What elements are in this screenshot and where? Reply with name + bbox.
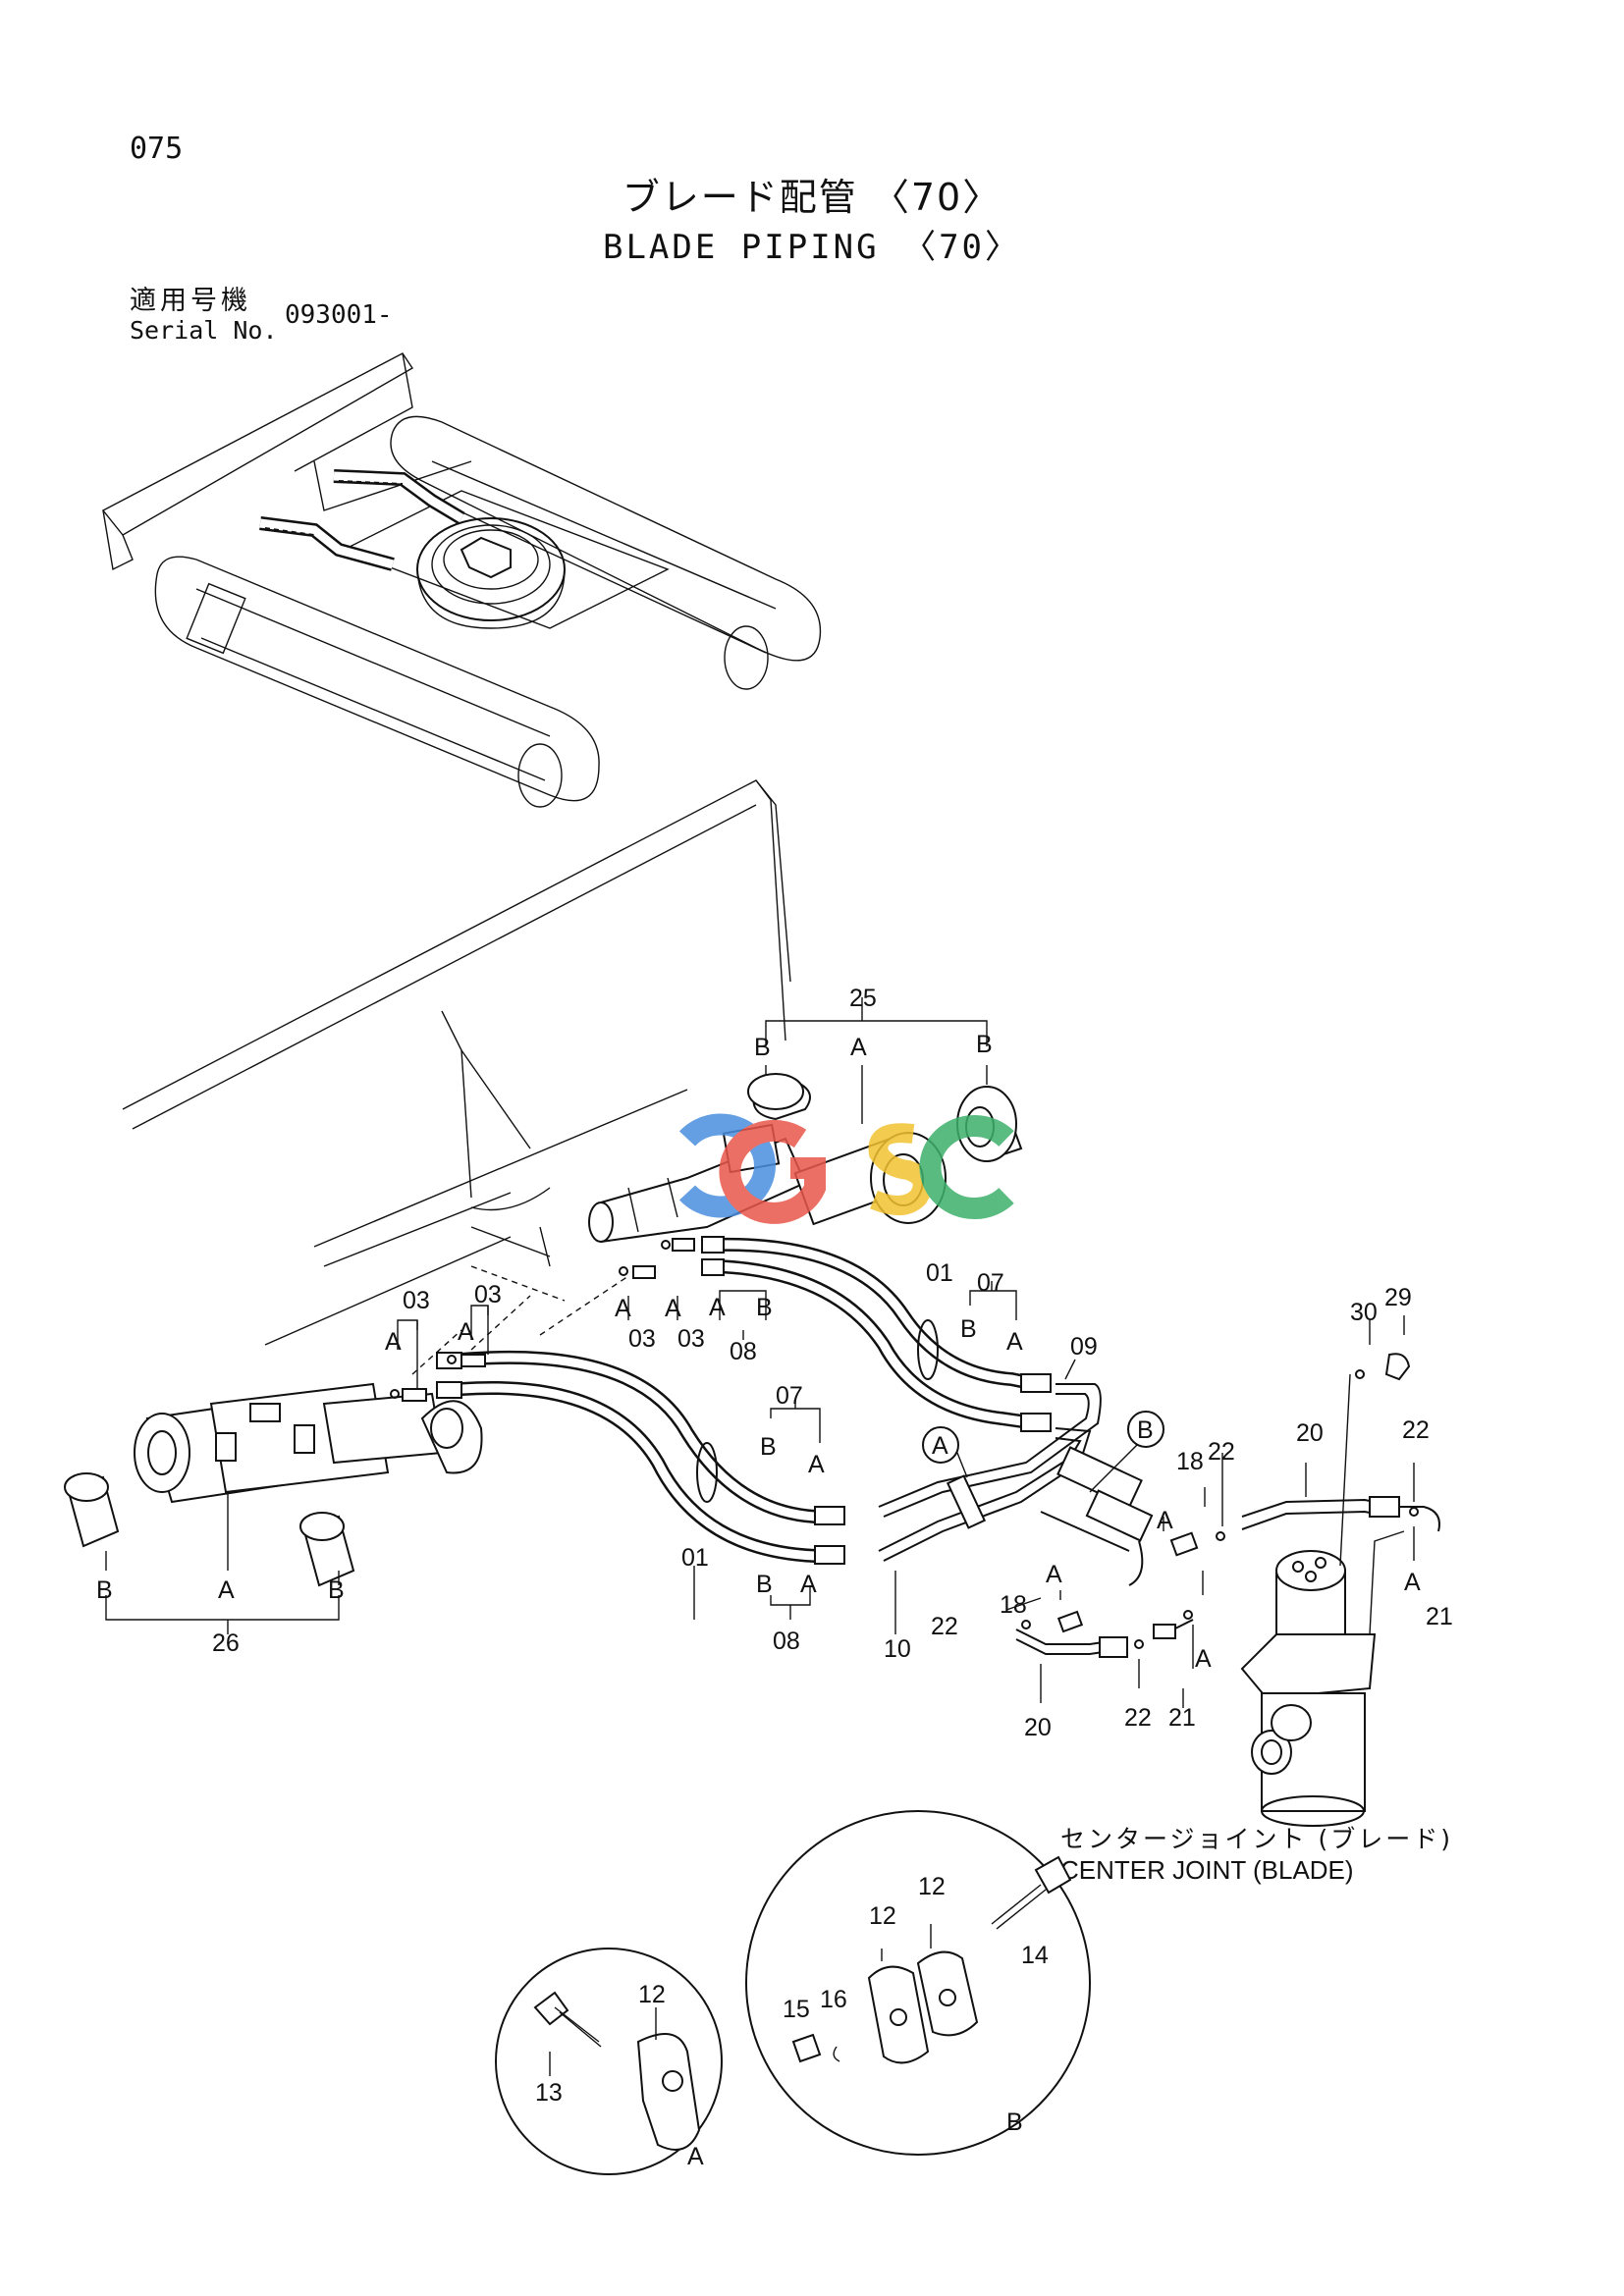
label-07-lower: 07 <box>776 1382 803 1410</box>
label-10: 10 <box>884 1635 911 1663</box>
label-07-upper: 07 <box>977 1269 1004 1297</box>
label-22-upper: 22 <box>1208 1438 1235 1466</box>
label-25-b-left: B <box>754 1034 771 1061</box>
label-03-a-side: A <box>385 1328 402 1356</box>
label-07-lower-a: A <box>808 1451 825 1478</box>
label-21-lower: 21 <box>1168 1704 1196 1732</box>
label-12-detail-a: 12 <box>638 1981 666 2008</box>
center-joint-drawing <box>1240 1550 1377 1827</box>
blade-cylinder-assembly: B A B 26 <box>64 1382 483 1657</box>
center-joint-label-jp: センタージョイント (ブレード) <box>1060 1825 1453 1853</box>
label-18-upper-a: A <box>1157 1507 1173 1534</box>
label-03-c: 03 <box>628 1325 656 1353</box>
callout-markers: A B <box>922 1411 1164 1493</box>
steel-pipes <box>878 1383 1154 1586</box>
label-14: 14 <box>1021 1942 1049 1969</box>
callout-b-text: B <box>1137 1416 1154 1444</box>
detail-a-clamp: 12 13 A <box>495 1948 723 2175</box>
label-26-b-right: B <box>328 1576 345 1604</box>
label-30: 30 <box>1350 1299 1378 1326</box>
label-18-lower: 18 <box>1000 1591 1027 1619</box>
label-08-lower: 08 <box>773 1628 800 1655</box>
label-03-d: 03 <box>677 1325 705 1353</box>
label-08-b-side: B <box>756 1294 773 1321</box>
label-08-a-side: A <box>709 1294 726 1321</box>
page-number: 075 <box>130 132 184 166</box>
label-22-lower: 22 <box>1124 1704 1152 1732</box>
cgsc-watermark-logo <box>678 1113 1014 1224</box>
label-13: 13 <box>535 2079 563 2107</box>
hose-lines <box>436 1236 1052 1565</box>
callout-a-text: A <box>932 1432 948 1460</box>
adapter-fittings-03 <box>390 1238 695 1402</box>
label-03-b: 03 <box>474 1281 502 1308</box>
label-25-a: A <box>850 1034 867 1061</box>
label-07-upper-b: B <box>960 1315 977 1343</box>
label-01-lower: 01 <box>681 1544 709 1572</box>
label-26-a: A <box>218 1576 235 1604</box>
label-07-upper-a: A <box>1006 1328 1023 1356</box>
label-26: 26 <box>212 1629 240 1657</box>
label-22-right: 22 <box>1402 1416 1430 1444</box>
label-16: 16 <box>820 1986 847 2013</box>
label-03-a: 03 <box>403 1287 430 1314</box>
serial-number-value: 093001- <box>285 300 393 330</box>
label-03-b-side: A <box>458 1318 474 1346</box>
label-12-detail-b-right: 12 <box>918 1873 946 1900</box>
label-20-lower: 20 <box>1024 1714 1052 1741</box>
center-joint-label-en: CENTER JOINT (BLADE) <box>1060 1855 1354 1885</box>
part-number-labels: 03 A 03 A A 03 A 03 A B 08 01 07 B A 09 … <box>385 1259 1453 1741</box>
label-08-upper: 08 <box>730 1338 757 1365</box>
label-20-upper: 20 <box>1296 1419 1324 1447</box>
label-12-detail-b-left: 12 <box>869 1902 896 1930</box>
label-15: 15 <box>783 1996 810 2023</box>
label-03-d-side: A <box>665 1295 681 1322</box>
label-03-c-side: A <box>615 1295 631 1322</box>
label-25: 25 <box>849 985 877 1012</box>
undercarriage-overview-drawing <box>101 352 822 808</box>
page-title-en: BLADE PIPING 〈70〉 <box>602 228 1022 267</box>
label-18-lower-a: A <box>1046 1561 1062 1588</box>
blade-structure-drawing <box>122 779 791 1346</box>
label-29: 29 <box>1384 1284 1412 1311</box>
detail-b-double-clamp: 12 12 14 15 16 B <box>745 1810 1091 2156</box>
label-18-upper: 18 <box>1176 1448 1204 1475</box>
page-title-jp: ブレード配管 〈70〉 <box>622 176 1002 219</box>
label-22-lower-left: 22 <box>931 1613 958 1640</box>
center-joint-hoses <box>1015 1353 1440 1658</box>
detail-b-label: B <box>1006 2109 1023 2136</box>
label-07-lower-b: B <box>760 1433 777 1461</box>
leader-lines <box>397 1281 1415 1708</box>
label-01-upper: 01 <box>926 1259 953 1287</box>
label-25-b-right: B <box>976 1031 993 1058</box>
label-08-lower-b: B <box>756 1571 773 1598</box>
label-21-right: 21 <box>1426 1603 1453 1630</box>
serial-label-en: Serial No. <box>130 316 278 345</box>
label-21-lower-a: A <box>1195 1645 1212 1673</box>
label-21-right-a: A <box>1404 1569 1421 1596</box>
detail-a-label: A <box>687 2143 704 2170</box>
label-08-lower-a: A <box>800 1571 817 1598</box>
serial-label-jp: 適用号機 <box>130 286 251 316</box>
label-26-b-left: B <box>96 1576 113 1604</box>
label-09: 09 <box>1070 1333 1098 1361</box>
